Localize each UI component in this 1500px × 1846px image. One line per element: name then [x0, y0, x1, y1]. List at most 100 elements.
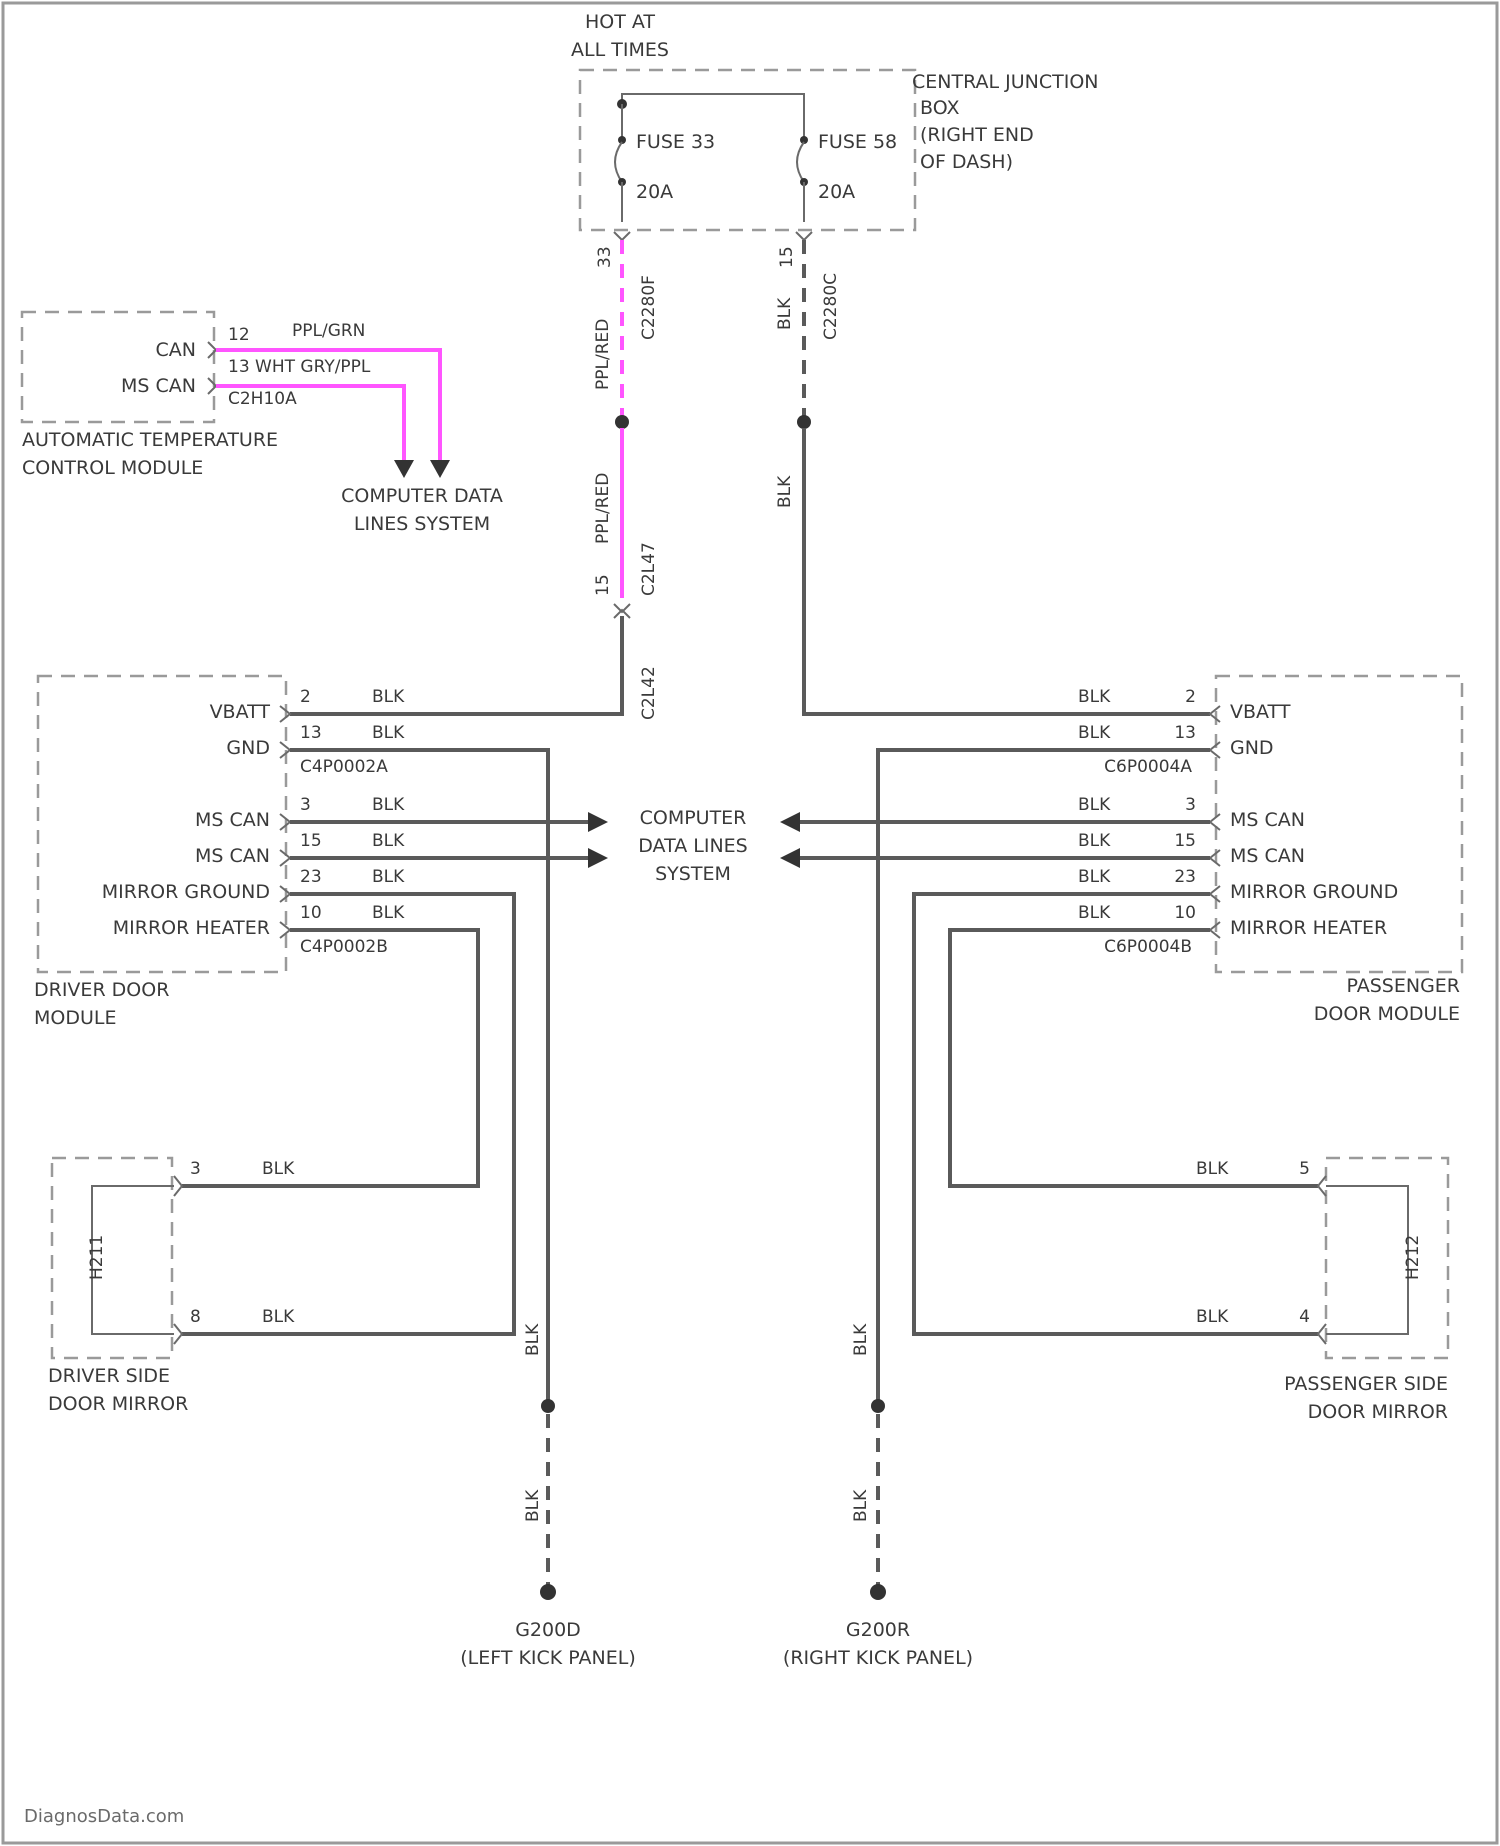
- cjb-label-2: BOX: [920, 97, 959, 119]
- atc-cdl-2: LINES SYSTEM: [354, 513, 490, 535]
- pass-heater-label: H212: [1403, 1235, 1423, 1280]
- driver-vbatt-wire: [290, 616, 622, 714]
- atc-ms-can-label: MS CAN: [121, 375, 196, 397]
- atc-conn: C2H10A: [228, 389, 297, 409]
- atc-pin12: 12: [228, 325, 250, 345]
- pass-mirror-name-1: PASSENGER SIDE: [1284, 1373, 1448, 1395]
- atc-wire12: PPL/GRN: [292, 321, 365, 341]
- driver-wire-can-a: BLK: [372, 795, 405, 815]
- pass-ms-can-b: MS CAN: [1230, 845, 1305, 867]
- pin15-label: 15: [777, 246, 797, 268]
- atc-name-1: AUTOMATIC TEMPERATURE: [22, 429, 278, 451]
- pass-can-b-arrow: [780, 848, 800, 868]
- left-ground-point: [540, 1584, 556, 1600]
- pass-pin-can-a-num: 3: [1185, 795, 1196, 815]
- pass-pin-mg-num: 23: [1174, 867, 1196, 887]
- fuse58-amp: 20A: [818, 181, 855, 203]
- pass-pin-gnd-num: 13: [1174, 723, 1196, 743]
- pass-vbatt: VBATT: [1230, 701, 1291, 723]
- atc-cdl-1: COMPUTER DATA: [341, 485, 503, 507]
- pass-mg-wire: [914, 894, 1318, 1334]
- right-gnd-wire-label-1: BLK: [851, 1323, 871, 1356]
- cjb-label-3: (RIGHT END: [920, 124, 1034, 146]
- driver-mirror-heater: MIRROR HEATER: [113, 917, 270, 939]
- pass-mh-wire: [950, 930, 1318, 1186]
- driver-pin-gnd-num: 13: [300, 723, 322, 743]
- pass-mirror-ground: MIRROR GROUND: [1230, 881, 1398, 903]
- driver-pin-mh-num: 10: [300, 903, 322, 923]
- atc-can-label: CAN: [156, 339, 196, 361]
- driver-wire-mh: BLK: [372, 903, 405, 923]
- driver-module-name-1: DRIVER DOOR: [34, 979, 169, 1001]
- blk-label-1: BLK: [775, 297, 795, 330]
- driver-can-a-arrow: [588, 812, 608, 832]
- fuse58-name: FUSE 58: [818, 131, 897, 153]
- driver-conn-b: C4P0002B: [300, 937, 388, 957]
- driver-mh-wire: [182, 930, 478, 1186]
- pass-heater-element: [1326, 1186, 1408, 1334]
- driver-mirror-wire-top: BLK: [262, 1159, 295, 1179]
- right-gnd-splice: [871, 1399, 885, 1413]
- hot-at-label: HOT AT: [585, 11, 655, 33]
- driver-wire-mg: BLK: [372, 867, 405, 887]
- conn-c2l47: C2L47: [639, 542, 659, 596]
- pass-mirror-pin-top-num: 5: [1299, 1159, 1310, 1179]
- driver-mirror-ground: MIRROR GROUND: [102, 881, 270, 903]
- driver-ms-can-a: MS CAN: [195, 809, 270, 831]
- driver-ms-can-b: MS CAN: [195, 845, 270, 867]
- conn-c2280f: C2280F: [639, 275, 659, 340]
- pass-mirror-wire-bot: BLK: [1196, 1307, 1229, 1327]
- pass-gnd: GND: [1230, 737, 1274, 759]
- pin-c-15-label: 15: [593, 574, 613, 596]
- driver-mg-wire: [182, 894, 514, 1334]
- driver-mirror-name-1: DRIVER SIDE: [48, 1365, 170, 1387]
- passenger-mirror-box: [1326, 1158, 1448, 1358]
- driver-mirror-pin-bot: [174, 1324, 182, 1344]
- driver-wire-gnd: BLK: [372, 723, 405, 743]
- driver-pin-can-b-num: 15: [300, 831, 322, 851]
- pass-wire-can-b: BLK: [1078, 831, 1111, 851]
- fuse33-name: FUSE 33: [636, 131, 715, 153]
- left-ground-location: (LEFT KICK PANEL): [460, 1647, 636, 1669]
- driver-gnd-wire: [290, 750, 548, 1405]
- pass-mirror-heater: MIRROR HEATER: [1230, 917, 1387, 939]
- conn-c2280c: C2280C: [821, 273, 841, 340]
- center-cdl-2: DATA LINES: [638, 835, 747, 857]
- pass-module-name-1: PASSENGER: [1346, 975, 1460, 997]
- driver-module-name-2: MODULE: [34, 1007, 116, 1029]
- driver-pin-can-a-num: 3: [300, 795, 311, 815]
- cjb-bus: [622, 94, 804, 104]
- pass-pin-can-b-num: 15: [1174, 831, 1196, 851]
- driver-wire-can-b: BLK: [372, 831, 405, 851]
- pass-conn-a: C6P0004A: [1104, 757, 1192, 777]
- pin33-label: 33: [595, 246, 615, 268]
- center-cdl-3: SYSTEM: [655, 863, 731, 885]
- pass-gnd-wire: [878, 750, 1210, 1405]
- pass-ms-can-a: MS CAN: [1230, 809, 1305, 831]
- center-cdl-1: COMPUTER: [640, 807, 747, 829]
- pass-mirror-name-2: DOOR MIRROR: [1308, 1401, 1448, 1423]
- fuse33-element: [615, 142, 622, 182]
- pin33-symbol: [614, 232, 630, 240]
- pass-can-a-arrow: [780, 812, 800, 832]
- blk-splice-dot: [797, 415, 811, 429]
- driver-heater-label: H211: [87, 1235, 107, 1280]
- driver-vbatt: VBATT: [210, 701, 271, 723]
- left-gnd-splice: [541, 1399, 555, 1413]
- driver-mirror-pin-bot-num: 8: [190, 1307, 201, 1327]
- watermark: DiagnosData.com: [24, 1806, 184, 1827]
- driver-pin-mg-num: 23: [300, 867, 322, 887]
- right-ground-point: [870, 1584, 886, 1600]
- pass-mirror-wire-top: BLK: [1196, 1159, 1229, 1179]
- pass-pin-mh-num: 10: [1174, 903, 1196, 923]
- conn-c2l42: C2L42: [639, 666, 659, 720]
- pass-module-name-2: DOOR MODULE: [1314, 1003, 1460, 1025]
- all-times-label: ALL TIMES: [571, 39, 669, 61]
- pplred-splice-dot: [615, 415, 629, 429]
- pass-wire-can-a: BLK: [1078, 795, 1111, 815]
- left-gnd-wire-label-2: BLK: [523, 1489, 543, 1522]
- driver-gnd: GND: [226, 737, 270, 759]
- fuse58-element: [797, 142, 804, 182]
